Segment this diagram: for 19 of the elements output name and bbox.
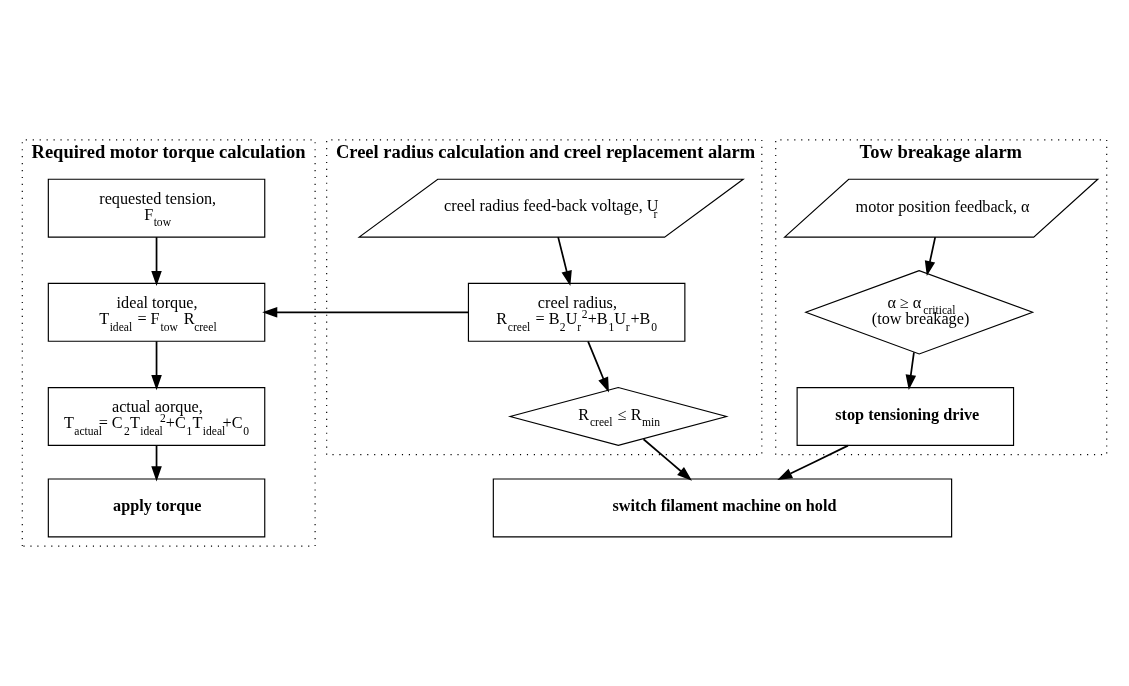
node-box: switch filament machine on hold [492, 478, 953, 538]
arrow [151, 444, 162, 482]
arrow [777, 444, 849, 481]
arrow [151, 340, 162, 391]
node-box: apply torque [47, 478, 266, 538]
arrow [151, 236, 162, 286]
node-box: actual aorque, T$_{actual}$= C$_{2}$T$_{ideal}$$^{2}$+C$_{1}$T$_{ideal}$+C$_{0}$ [47, 387, 266, 446]
arrow [642, 438, 692, 481]
arrow [924, 236, 937, 276]
node-box: ideal torque, T$_{ideal}$ = F$_{tow}$ R$_{creel}$ [47, 282, 266, 342]
arrow [557, 236, 572, 286]
arrow [262, 307, 470, 318]
arrow [587, 340, 609, 393]
node-box: creel radius, R$_{creel}$ = B$_{2}$U$_{r}$$^{2}$+B$_{1}$U$_{r}$+B$_{0}$ [467, 282, 686, 342]
node-diamond: R$_{creel}$ ≤ R$_{min}$ [507, 386, 729, 447]
node-box: requested tension, F$_{tow}$ [47, 178, 266, 238]
node-box: stop tensioning drive [796, 387, 1015, 446]
arrow [905, 351, 917, 390]
node-diamond: α ≥ α$_{critical}$ (tow breakage) [804, 270, 1035, 355]
